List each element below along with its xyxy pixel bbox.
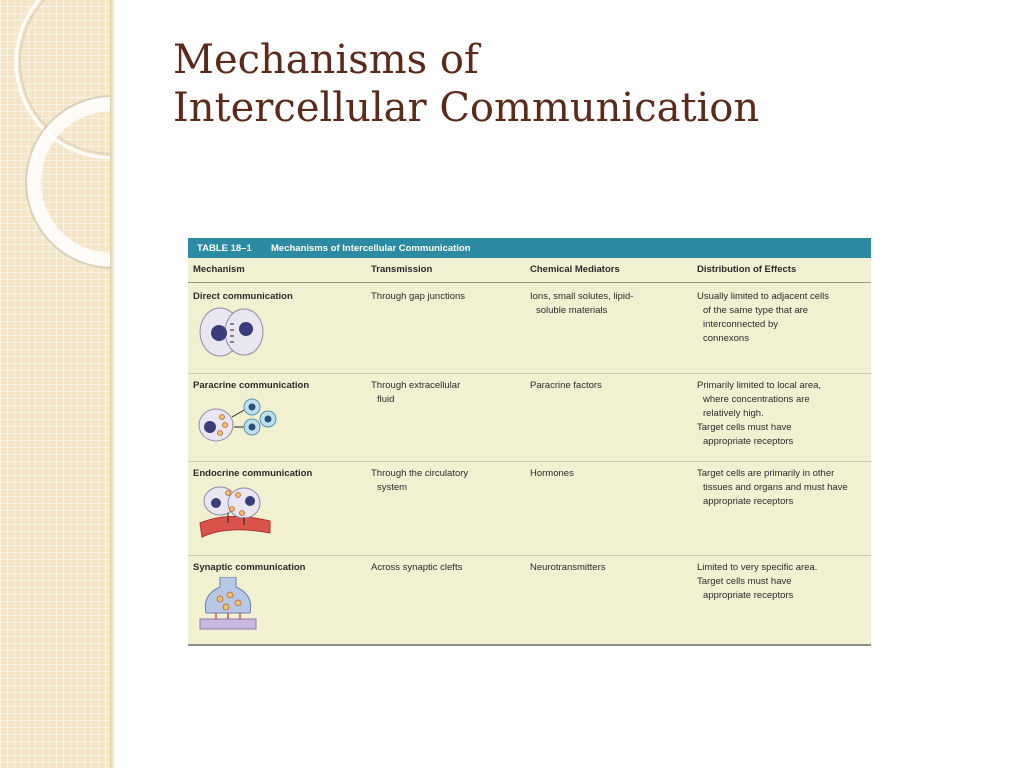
side-strip-edge [110,0,116,768]
decorative-side-strip [0,0,113,768]
transmission-line: system [377,482,408,493]
mechanism-name: Endocrine communication [193,468,313,479]
transmission-line: Through extracellular [371,380,461,391]
mechanism-cell: Synaptic communication [193,561,363,575]
effects-line: connexons [703,333,749,344]
effects-line: of the same type that are [703,305,809,316]
mediators-line: Ions, small solutes, lipid- [530,291,634,302]
slide-title: Mechanisms of Intercellular Communicatio… [173,36,759,132]
table-row-direct: Direct communication Through gap junctio… [188,284,871,374]
transmission-line: Across synaptic clefts [371,562,463,573]
mechanism-cell: Paracrine communication [193,379,363,393]
mediators-cell: Neurotransmitters [530,561,690,575]
effects-cell: Usually limited to adjacent cells of the… [697,290,871,346]
title-line-2: Intercellular Communication [173,85,760,131]
mediators-line: soluble materials [536,305,608,316]
mediators-cell: Ions, small solutes, lipid- soluble mate… [530,290,690,318]
effects-line: Limited to very specific area. [697,562,818,573]
effects-line: appropriate receptors [703,590,794,601]
effects-line: Target cells are primarily in other [697,468,835,479]
effects-line: appropriate receptors [703,496,794,507]
synapse-icon [199,577,257,630]
mediators-line: Paracrine factors [530,380,602,391]
mechanism-name: Direct communication [193,291,293,302]
effects-line: tissues and organs and must have [703,482,848,493]
mediators-cell: Hormones [530,467,690,481]
mechanism-name: Synaptic communication [193,562,306,573]
effects-line: Primarily limited to local area, [697,380,822,391]
table-row-synaptic: Synaptic communication Across synaptic c… [188,555,871,644]
column-header-mediators: Chemical Mediators [530,264,620,275]
mediators-cell: Paracrine factors [530,379,690,393]
column-header-effects: Distribution of Effects [697,264,797,275]
transmission-cell: Through gap junctions [371,290,521,304]
gap-junction-cells-icon [199,307,264,357]
table-caption: Mechanisms of Intercellular Communicatio… [271,242,471,254]
effects-line: appropriate receptors [703,436,794,447]
column-header-mechanism: Mechanism [193,264,245,275]
effects-line: interconnected by [703,319,778,330]
effects-line: relatively high. [703,408,764,419]
mechanism-cell: Endocrine communication [193,467,363,481]
endocrine-bloodvessel-icon [199,486,271,538]
mechanism-name: Paracrine communication [193,380,310,391]
mechanism-cell: Direct communication [193,290,363,304]
decorative-circles-icon [14,0,113,269]
transmission-line: Through the circulatory [371,468,469,479]
transmission-line: fluid [377,394,395,405]
paracrine-cells-icon [198,398,277,442]
column-header-transmission: Transmission [371,264,433,275]
table-number: TABLE 18–1 [197,242,252,254]
effects-cell: Primarily limited to local area, where c… [697,379,871,449]
transmission-cell: Through extracellular fluid [371,379,521,407]
table-row-paracrine: Paracrine communication Through extracel… [188,373,871,462]
table-row-endocrine: Endocrine communication Through the circ… [188,461,871,556]
transmission-cell: Through the circulatory system [371,467,521,495]
mediators-line: Neurotransmitters [530,562,606,573]
effects-line: Usually limited to adjacent cells [697,291,830,302]
title-line-1: Mechanisms of [173,37,479,83]
effects-cell: Limited to very specific area. Target ce… [697,561,871,603]
mechanisms-table: TABLE 18–1 Mechanisms of Intercellular C… [188,238,871,646]
effects-line: Target cells must have [697,422,792,433]
transmission-cell: Across synaptic clefts [371,561,521,575]
effects-cell: Target cells are primarily in other tiss… [697,467,871,509]
table-column-headers: Mechanism Transmission Chemical Mediator… [188,258,871,283]
mediators-line: Hormones [530,468,574,479]
table-title-bar: TABLE 18–1 Mechanisms of Intercellular C… [188,238,871,258]
effects-line: Target cells must have [697,576,792,587]
transmission-line: Through gap junctions [371,291,466,302]
effects-line: where concentrations are [703,394,810,405]
